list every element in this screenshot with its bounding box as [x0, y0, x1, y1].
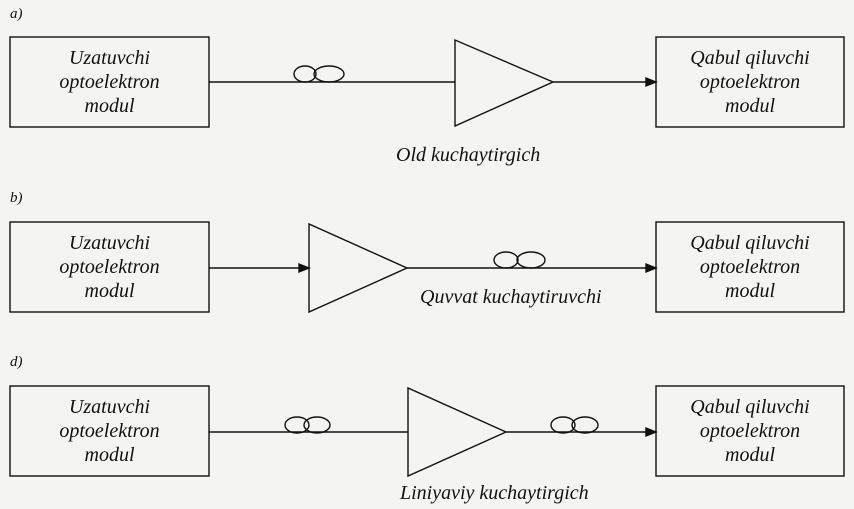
transmitter-line: Uzatuvchi — [68, 47, 151, 69]
transmitter-line: modul — [84, 444, 135, 466]
transmitter-line: modul — [84, 280, 135, 302]
fiber-coil-a — [293, 65, 317, 83]
fiber-coil-d2a — [550, 416, 576, 434]
transmitter-label-a: Uzatuvchi optoelektron modul — [10, 37, 209, 127]
arrow-b1 — [298, 262, 311, 274]
receiver-label-b: Qabul qiluvchi optoelektron modul — [656, 222, 844, 312]
panel-a — [9, 36, 845, 128]
amplifier-d — [407, 386, 508, 478]
receiver-line: modul — [725, 95, 775, 117]
transmitter-line: modul — [84, 95, 135, 117]
fiber-coil-d1b — [303, 416, 331, 434]
receiver-box-b — [655, 221, 845, 313]
receiver-line: modul — [725, 444, 775, 466]
receiver-line: optoelektron — [699, 71, 801, 93]
receiver-line: optoelektron — [699, 420, 801, 442]
receiver-label-a: Qabul qiluvchi optoelektron modul — [656, 37, 844, 127]
amplifier-caption-a: Old kuchaytirgich — [396, 144, 541, 166]
arrow-d — [645, 426, 658, 438]
receiver-line: optoelektron — [699, 256, 801, 278]
transmitter-line: Uzatuvchi — [68, 396, 151, 418]
receiver-line: Qabul qiluvchi — [690, 396, 810, 418]
amplifier-b — [308, 222, 409, 314]
fiber-coil-b — [493, 251, 519, 269]
panel-label-b: b) — [10, 190, 23, 206]
transmitter-line: optoelektron — [59, 256, 160, 278]
transmitter-box-d — [9, 385, 210, 477]
amplifier-caption-b: Quvvat kuchaytiruvchi — [420, 286, 602, 308]
arrow-a — [645, 76, 658, 88]
amplifier-a — [454, 38, 555, 128]
fiber-coil-d1a — [284, 416, 310, 434]
arrow-b2 — [645, 262, 658, 274]
receiver-label-d: Qabul qiluvchi optoelektron modul — [656, 386, 844, 476]
transmitter-box-b — [9, 221, 210, 313]
transmitter-line: optoelektron — [59, 420, 160, 442]
receiver-line: modul — [725, 280, 775, 302]
amplifier-caption-d: Liniyaviy kuchaytirgich — [400, 482, 589, 504]
panel-b — [9, 221, 845, 314]
receiver-box-d — [655, 385, 845, 477]
transmitter-line: optoelektron — [59, 71, 160, 93]
fiber-coil-a2 — [313, 65, 345, 83]
panel-label-a: a) — [10, 6, 23, 22]
panel-label-d: d) — [10, 354, 23, 370]
fiber-coil-d2b — [571, 416, 599, 434]
receiver-box-a — [655, 36, 845, 128]
receiver-line: Qabul qiluvchi — [690, 232, 810, 254]
transmitter-line: Uzatuvchi — [68, 232, 151, 254]
transmitter-label-b: Uzatuvchi optoelektron modul — [10, 222, 209, 312]
fiber-coil-b2 — [516, 251, 546, 269]
panel-d — [9, 385, 845, 478]
transmitter-label-d: Uzatuvchi optoelektron modul — [10, 386, 209, 476]
receiver-line: Qabul qiluvchi — [690, 47, 810, 69]
